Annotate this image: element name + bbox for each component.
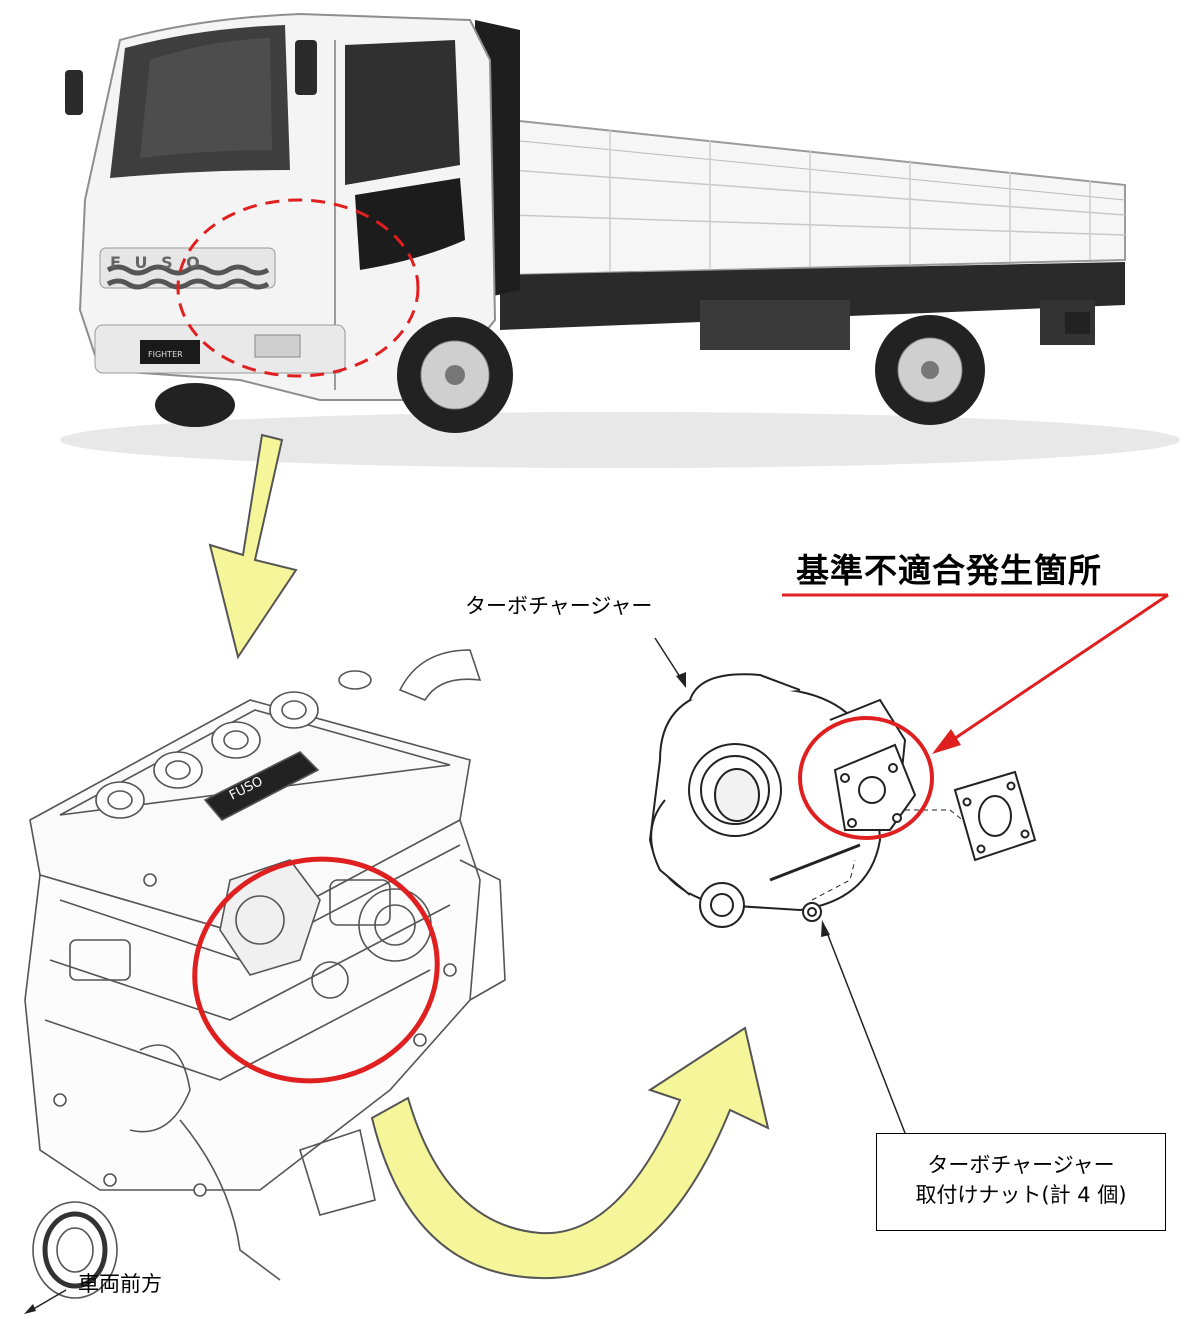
down-arrow: [208, 433, 298, 660]
front-wheel: [397, 317, 513, 433]
engine-illustration: FUSO: [24, 649, 506, 1299]
front-direction-arrow: [24, 1289, 67, 1314]
title-leader: [782, 593, 1169, 754]
grille-lettering: F U S O: [110, 253, 204, 272]
gasket-illustration: [953, 770, 1037, 862]
turbo-leader: [654, 637, 686, 688]
turbo-location-highlight: [192, 856, 440, 1084]
model-badge: FIGHTER: [148, 350, 183, 359]
truck-illustration: F U S O FIGHTER: [60, 12, 1180, 468]
nonconformity-location-title: 基準不適合発生箇所: [796, 551, 1102, 590]
mounting-nut-callout-box: ターボチャージャー 取付けナット(計 4 個): [876, 1133, 1166, 1231]
turbocharger-illustration: [648, 673, 976, 928]
rear-wheel: [875, 315, 985, 425]
nut-callout-line2: 取付けナット(計 4 個): [915, 1183, 1127, 1207]
turbocharger-label: ターボチャージャー: [465, 594, 653, 618]
vehicle-front-label: 車両前方: [78, 1272, 162, 1296]
nonconformity-highlight: [798, 716, 934, 840]
curved-arrow: [370, 1026, 770, 1280]
engine-location-highlight: [176, 198, 420, 378]
nut-leader: [821, 920, 906, 1134]
nut-callout-line1: ターボチャージャー: [927, 1153, 1115, 1177]
